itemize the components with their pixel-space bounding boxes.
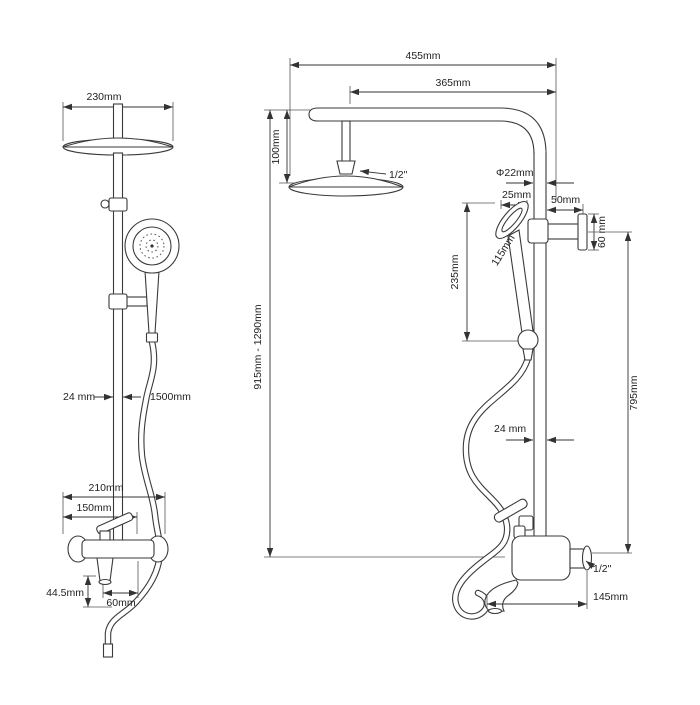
dim-label-head-connection: 1/2": [389, 169, 408, 181]
head-stem-side: [341, 120, 351, 163]
dim-valve-width: 145mm: [486, 571, 628, 609]
dim-faucet-width: 210mm 150mm: [62, 482, 166, 534]
faucet-spout-side: [484, 579, 519, 613]
dim-label-hand-shower-length: 235mm: [449, 254, 461, 289]
dim-label-valve-connection: 1/2": [593, 563, 612, 575]
dim-label-hand-shower-width: 25mm: [502, 189, 531, 201]
hand-shower-side: [495, 201, 539, 361]
hose-end-fitting-front: [102, 643, 114, 658]
dim-pipe-diameter-front: 24 mm: [63, 391, 141, 403]
dim-label-valve-width: 145mm: [593, 591, 628, 603]
head-nut-side: [336, 160, 356, 175]
dim-label-arm-reach: 365mm: [435, 77, 470, 89]
dim-valve-connection: 1/2": [585, 560, 612, 575]
dim-label-bracket-reach: 50mm: [551, 194, 580, 206]
hand-shower-handle-front: [144, 270, 160, 334]
dim-label-faucet-width: 210mm: [88, 482, 123, 494]
dim-spout-width: 60mm: [102, 561, 139, 609]
dim-label-overall-height: 915mm - 1290mm: [252, 304, 264, 389]
dim-overall-height: 915mm - 1290mm: [252, 110, 505, 558]
faucet-spout-front: [96, 557, 114, 582]
dim-head-connection: 1/2": [359, 168, 408, 181]
overhead-shower-side: [288, 120, 404, 197]
dim-label-pipe-diameter-front: 24 mm: [63, 391, 95, 403]
dim-arm-drop: 100mm: [264, 109, 310, 184]
overhead-shower-front: [62, 137, 174, 156]
front-view: 230mm: [46, 91, 191, 658]
dim-spout-drop: 44.5mm: [46, 575, 112, 608]
dim-label-faucet-inner-width: 150mm: [76, 502, 111, 514]
mixer-faucet-front: [67, 512, 169, 586]
dim-label-head-width: 230mm: [86, 91, 121, 103]
dim-hand-shower-length: 235mm: [449, 202, 518, 342]
dim-label-bracket-to-valve: 795mm: [628, 375, 640, 410]
shower-hose-side: [452, 354, 532, 620]
dim-label-hose-length: 1500mm: [150, 391, 191, 403]
shower-hose-front: [102, 338, 164, 658]
dim-pipe-diameter-bottom: 24 mm: [494, 423, 574, 444]
dim-label-overall-reach: 455mm: [405, 50, 440, 62]
dim-arm-reach: 365mm: [349, 77, 556, 104]
dim-label-spout-drop: 44.5mm: [46, 587, 84, 599]
hand-shower-front: [124, 218, 180, 343]
slider-bracket-front: [108, 293, 148, 310]
dim-label-arm-drop: 100mm: [270, 129, 282, 164]
side-view: 455mm 365mm 1/2": [252, 50, 640, 620]
dim-bracket-to-valve: 795mm: [588, 231, 640, 554]
pipe-connector-front: [100, 197, 128, 212]
mixer-faucet-side: [484, 498, 593, 615]
shower-arm-side: [308, 107, 547, 155]
faucet-lever-front: [96, 512, 134, 535]
wall-bracket-side: [527, 213, 588, 251]
dim-bracket-reach: 50mm: [547, 194, 584, 215]
ball-joint-side: [517, 329, 539, 351]
dim-label-spout-width: 60mm: [106, 597, 135, 609]
dim-pipe-diameter-top: Φ22mm: [496, 167, 574, 187]
dim-label-pipe-diameter-bottom: 24 mm: [494, 423, 526, 435]
faucet-lever-side: [493, 498, 528, 523]
dim-label-pipe-diameter-top: Φ22mm: [496, 167, 534, 179]
